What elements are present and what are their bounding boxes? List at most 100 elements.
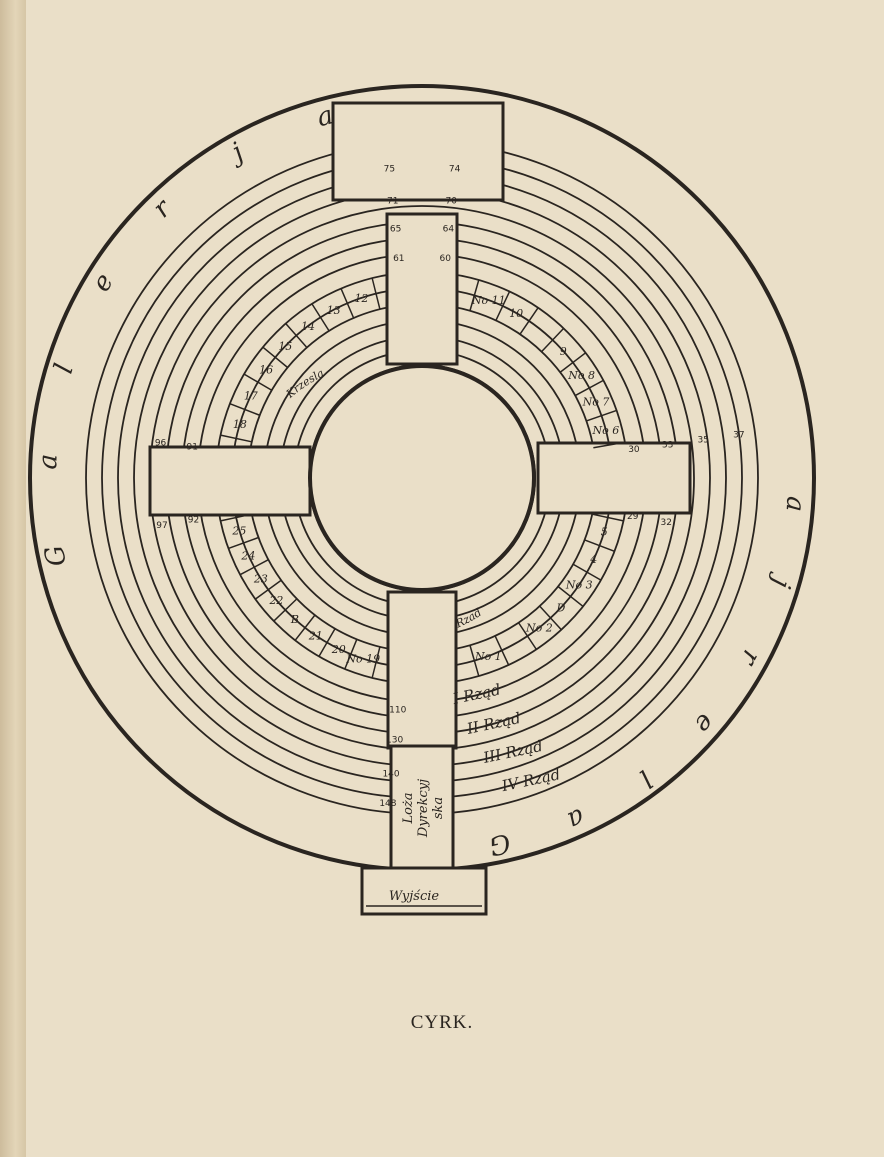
gallery-right-letter: r [733, 645, 766, 672]
gallery-left-letter: j [223, 137, 249, 170]
box-right-top-label: No 8 [567, 369, 595, 382]
box-left-top-divider [285, 323, 308, 349]
arena-center [308, 364, 536, 592]
box-right-bottom-divider [539, 605, 562, 631]
box-left-bottom-label: 21 [308, 630, 323, 643]
row-number-top-right: 60 [439, 254, 451, 264]
row-number-top-left: 71 [387, 197, 398, 207]
row-number-top-left: 65 [390, 224, 401, 234]
box-left-bottom-divider [228, 536, 259, 550]
box-right-top-label: 10 [509, 307, 523, 320]
box-right-bottom-label: 4 [589, 553, 597, 566]
box-left-bottom-divider [239, 559, 269, 576]
row-number-right-upper: 35 [698, 435, 709, 445]
box-right-bottom-label: 5 [601, 526, 608, 539]
row-number-left-upper: 96 [155, 438, 167, 448]
box-right-bottom-divider [572, 563, 602, 581]
box-left-top-label: 17 [244, 390, 258, 403]
row-number-top-right: 70 [446, 197, 458, 207]
gallery-right-letter: a [563, 802, 589, 836]
box-left-top-label: 14 [301, 320, 315, 333]
box-left-bottom-divider [344, 639, 358, 670]
row-number-top-left: 75 [384, 165, 395, 175]
row-number-right-upper: 37 [733, 430, 744, 440]
gallery-left-letter: e [86, 268, 120, 297]
box-right-bottom-divider [494, 635, 510, 666]
gallery-left-letter: a [314, 100, 337, 133]
loza-label: Loża Dyrekcyj ska [401, 779, 446, 838]
caption: CYRK. [410, 1012, 474, 1033]
box-right-bottom-divider [517, 622, 537, 650]
row-number-left-lower: 97 [156, 521, 167, 531]
svg-text:Dyrekcyj: Dyrekcyj [416, 779, 431, 838]
box-cells [220, 277, 626, 679]
box-left-bottom-divider [220, 513, 252, 522]
svg-text:Loża: Loża [401, 792, 416, 824]
box-left-top-divider [340, 288, 355, 319]
box-left-top-divider [311, 303, 330, 332]
row-number-left-upper: 91 [187, 443, 198, 453]
box-right-top-divider [574, 379, 604, 397]
row-number-left-lower: 92 [188, 515, 199, 525]
row-number-top-right: 64 [443, 224, 455, 234]
row-number-top-right: 74 [449, 165, 461, 175]
box-left-bottom-divider [273, 598, 298, 622]
box-left-bottom-label: 23 [253, 573, 268, 586]
svg-text:ska: ska [431, 797, 446, 819]
box-left-top-divider [243, 373, 273, 391]
box-right-top-divider [519, 307, 539, 335]
box-right-top-label: No 11 [471, 294, 506, 307]
aisle-west [148, 445, 312, 517]
box-left-top-divider [371, 277, 381, 310]
box-left-top-label: 12 [354, 292, 368, 305]
box-left-bottom-label: 25 [231, 524, 246, 537]
row-number-bottom-left: 130 [386, 736, 403, 746]
box-right-bottom-label: D [556, 602, 566, 615]
right-box-label: Rzad [453, 606, 484, 631]
box-left-top-divider [262, 346, 289, 369]
aisle-south [386, 590, 458, 750]
box-right-top-label: 9 [560, 345, 567, 358]
box-left-bottom-divider [294, 614, 316, 641]
row-label: I Rząd [450, 680, 502, 708]
box-right-bottom-divider [592, 513, 624, 522]
aisle-north [385, 212, 459, 366]
gallery-right-letter: a [780, 495, 811, 513]
box-left-bottom-label: 22 [268, 594, 283, 607]
box-left-top-divider [220, 434, 252, 443]
box-right-bottom-divider [469, 645, 480, 677]
box-left-bottom-label: 24 [240, 549, 255, 562]
box-right-bottom-divider [584, 539, 615, 553]
row-number-right-upper: 30 [628, 445, 640, 455]
box-right-bottom-label: No 1 [474, 650, 502, 663]
entrance-block [331, 101, 505, 202]
gallery-right-letter: e [688, 708, 721, 739]
aisle-east [536, 441, 692, 515]
box-left-bottom-divider [254, 579, 282, 600]
box-left-bottom-label: 20 [331, 643, 346, 656]
box-left-top-label: 13 [327, 304, 341, 317]
row-number-bottom-left: 110 [389, 706, 406, 716]
box-right-top-divider [541, 327, 565, 353]
row-number-right-upper: 33 [662, 440, 673, 450]
gallery-right-letter: j [765, 570, 797, 591]
box-right-bottom-label: No 3 [565, 579, 593, 592]
box-left-top-label: 18 [233, 418, 247, 431]
box-right-top-divider [469, 279, 480, 311]
box-right-top-label: No 7 [582, 396, 610, 409]
row-number-right-lower: 29 [627, 512, 639, 522]
row-number-top-left: 61 [393, 254, 404, 264]
gallery-right-letter: l [633, 763, 658, 792]
box-right-top-divider [586, 409, 617, 422]
row-number-bottom-left: 148 [379, 799, 396, 809]
box-right-bottom-label: No 2 [525, 621, 553, 634]
box-right-top-divider [593, 441, 626, 449]
box-right-top-divider [559, 352, 587, 373]
box-left-bottom-divider [371, 646, 381, 679]
gallery-left-letter: G [39, 542, 73, 569]
row-number-bottom-left: 140 [382, 769, 399, 779]
